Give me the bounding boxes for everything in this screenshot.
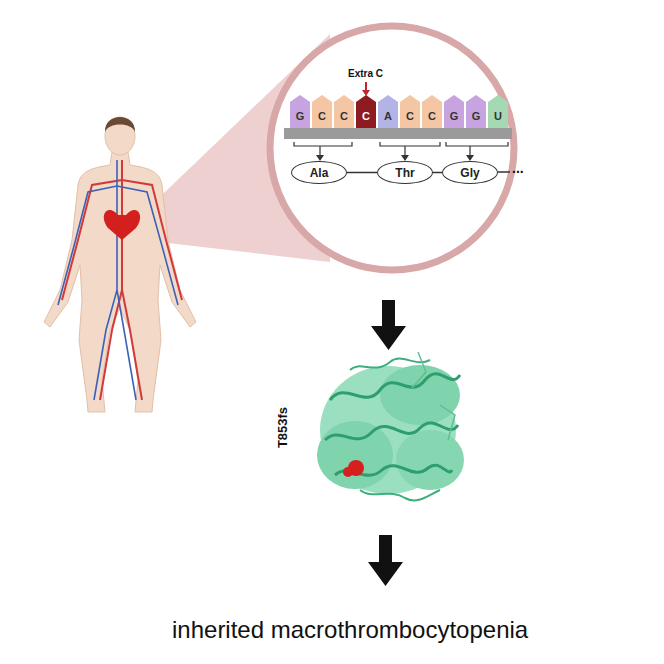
- art-part: [446, 142, 508, 156]
- art-part: [380, 142, 440, 156]
- protein-structure: [317, 352, 464, 500]
- callout-label: Extra C: [348, 68, 383, 79]
- tile-fill: [356, 95, 376, 128]
- nucleotide-tile: C: [356, 95, 376, 128]
- nucleotide-letter: C: [428, 110, 436, 122]
- nucleotide-letter: G: [450, 110, 459, 122]
- amino-acid-oval: Ala: [291, 161, 347, 184]
- nucleotide-letter: G: [472, 110, 481, 122]
- nucleotide-tile: C: [422, 95, 442, 128]
- nucleotide-letter: U: [494, 110, 502, 122]
- nucleotide-tile: C: [312, 95, 332, 128]
- amino-acid-oval: Gly: [442, 161, 498, 184]
- peptide-bond-line: [347, 172, 377, 173]
- art-part: [343, 467, 353, 477]
- connector-line: [347, 172, 377, 174]
- nucleotide-tile: U: [488, 95, 508, 128]
- nucleotide-tile: C: [400, 95, 420, 128]
- art-part: [317, 421, 393, 489]
- art-part: [330, 374, 460, 400]
- body-silhouette: [44, 152, 196, 412]
- nucleotide-tile: G: [466, 95, 486, 128]
- nucleotide-letter: C: [340, 110, 348, 122]
- connector-line: [433, 172, 442, 174]
- nucleotide-letter: C: [406, 110, 414, 122]
- nucleotide-tile: A: [378, 95, 398, 128]
- art-part: [325, 423, 458, 440]
- tile-fill: [312, 95, 332, 128]
- amino-acid-name: Thr: [395, 166, 414, 180]
- art-part: [380, 365, 460, 425]
- chain-line: [498, 171, 510, 173]
- nucleotide-letter: A: [384, 110, 392, 122]
- human-figure: [44, 117, 196, 412]
- art-part: [360, 490, 440, 500]
- art-part: [294, 142, 352, 156]
- zoom-circle: [270, 26, 514, 270]
- hair: [105, 117, 135, 132]
- arteries: [62, 160, 182, 400]
- nucleotide-tile: G: [444, 95, 464, 128]
- heart: [104, 210, 140, 240]
- tile-fill: [378, 95, 398, 128]
- nucleotide-letter: C: [318, 110, 326, 122]
- head: [105, 117, 135, 155]
- tile-fill: [466, 95, 486, 128]
- amino-acid-name: Ala: [310, 166, 329, 180]
- rna-backbone: [284, 128, 512, 139]
- tile-fill: [422, 95, 442, 128]
- tile-fill: [488, 95, 508, 128]
- nucleotide-letter: G: [296, 110, 305, 122]
- amino-acid-oval: Thr: [377, 161, 433, 184]
- art-part: [396, 430, 464, 490]
- tile-fill: [290, 95, 310, 128]
- art-part: [412, 352, 455, 440]
- tile-fill: [444, 95, 464, 128]
- nucleotide-tile: C: [334, 95, 354, 128]
- tile-fill: [334, 95, 354, 128]
- nucleotide-letter: C: [362, 110, 370, 122]
- tile-fill: [400, 95, 420, 128]
- veins: [58, 160, 178, 400]
- art-part: [350, 359, 430, 370]
- ellipsis: ...: [512, 160, 524, 176]
- nucleotide-tile: G: [290, 95, 310, 128]
- peptide-bond-line: [433, 172, 442, 173]
- flow-arrow: [368, 535, 403, 586]
- mutation-label: T853fs: [275, 407, 290, 448]
- disease-label: inherited macrothrombocytopenia: [172, 616, 528, 644]
- amino-acid-name: Gly: [460, 166, 479, 180]
- codon-brackets: [294, 142, 508, 156]
- flow-arrow: [371, 300, 406, 350]
